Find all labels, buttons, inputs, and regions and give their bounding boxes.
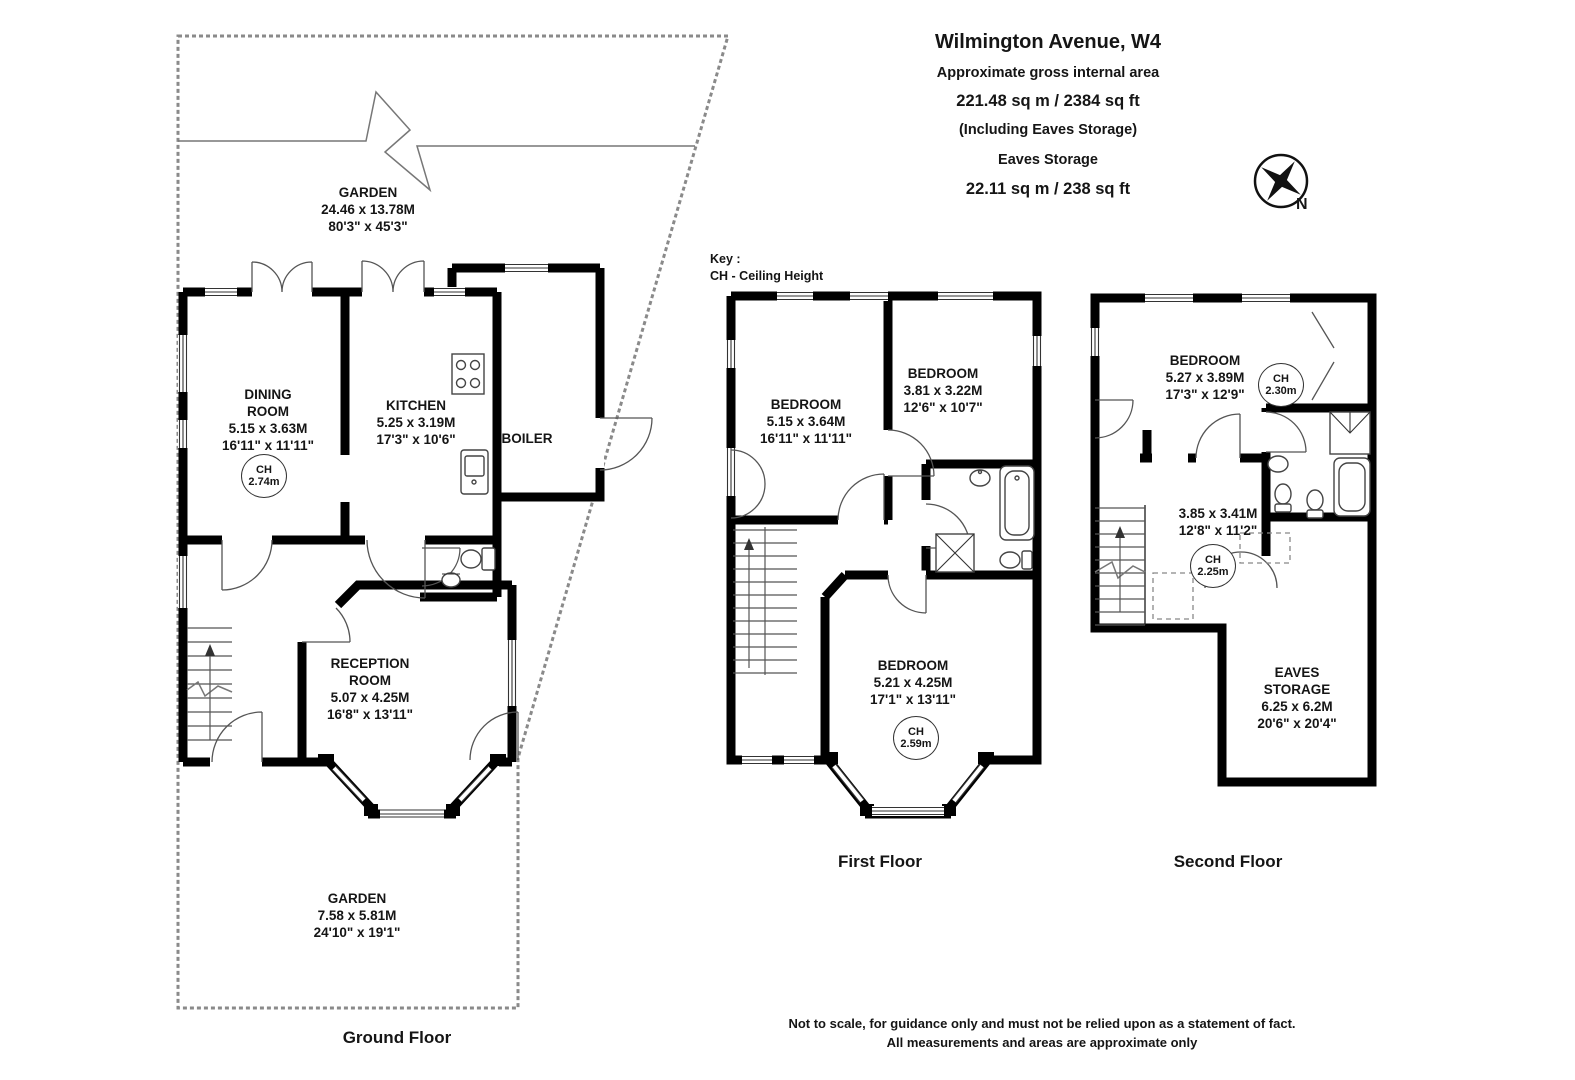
- stairs-first: [733, 527, 797, 675]
- second-floor-plan: [1090, 293, 1377, 787]
- ground-floor-plan: [176, 34, 730, 1010]
- key-entry: CH - Ceiling Height: [710, 269, 824, 283]
- bedroom-3-label: BEDROOM 5.21 x 4.25M 17'1" x 13'11": [869, 658, 957, 707]
- disclaimer: Not to scale, for guidance only and must…: [788, 1016, 1296, 1050]
- first-floor-plan: [725, 291, 1043, 819]
- second-floor-title: Second Floor: [1173, 852, 1283, 871]
- window-icons-ground: [178, 263, 548, 706]
- stairs-ground: [186, 627, 233, 741]
- shower-icon-first: [935, 533, 975, 573]
- stove-icon: [451, 353, 485, 395]
- page-title: Wilmington Avenue, W4: [934, 31, 1162, 53]
- key-title: Key :: [710, 252, 741, 266]
- garden-front-label: GARDEN 7.58 x 5.81M 24'10" x 19'1": [313, 891, 401, 940]
- sink-icon: [460, 449, 489, 495]
- key-block: Key : CH - Ceiling Height: [710, 251, 823, 285]
- total-area-value: 221.48 sq m / 2384 sq ft: [956, 92, 1140, 110]
- basin-icon-second: [1267, 455, 1289, 473]
- eaves-area-value: 22.11 sq m / 238 sq ft: [965, 180, 1131, 198]
- ground-floor-title: Ground Floor: [342, 1028, 452, 1047]
- landing-label: 3.85 x 3.41M 12'8" x 11'2": [1178, 506, 1258, 538]
- dining-room-label: DINING ROOM 5.15 x 3.63M 16'11" x 11'11": [221, 387, 315, 453]
- ceiling-height-badge-bedroom4: CH 2.30m: [1258, 363, 1304, 407]
- bath-icon-second: [1333, 457, 1371, 517]
- bedroom-1-label: BEDROOM 5.15 x 3.64M 16'11" x 11'11": [759, 397, 853, 446]
- bedroom-2-label: BEDROOM 3.81 x 3.22M 12'6" x 10'7": [903, 366, 983, 415]
- bedroom-4-label: BEDROOM 5.27 x 3.89M 17'3" x 12'9": [1165, 353, 1245, 402]
- kitchen-label: KITCHEN 5.25 x 3.19M 17'3" x 10'6": [376, 398, 456, 447]
- gross-area-subtitle: Approximate gross internal area: [936, 65, 1160, 81]
- eaves-storage-label: EAVES STORAGE 6.25 x 6.2M 20'6" x 20'4": [1257, 665, 1337, 731]
- toilet-icons-second: [1274, 483, 1324, 519]
- compass-north-label: N: [1296, 196, 1308, 213]
- ceiling-height-badge-bedroom3: CH 2.59m: [893, 716, 939, 760]
- door-icons-first: [730, 429, 971, 614]
- reception-room-label: RECEPTION ROOM 5.07 x 4.25M 16'8" x 13'1…: [326, 656, 414, 722]
- compass-icon: [1253, 153, 1309, 209]
- window-icons-first: [726, 291, 1042, 816]
- bath-icon-first: [999, 465, 1035, 541]
- toilet-icon-ground: [441, 547, 496, 588]
- including-note: (Including Eaves Storage): [958, 122, 1138, 138]
- eaves-storage-title: Eaves Storage: [998, 152, 1098, 168]
- shower-icon-second: [1329, 411, 1371, 455]
- bay-window-ground: [331, 766, 493, 819]
- boiler-label: BOILER: [501, 431, 553, 446]
- first-floor-title: First Floor: [837, 852, 923, 871]
- toilet-icon-first: [999, 550, 1033, 570]
- stairs-second: [1094, 507, 1146, 626]
- window-icons-second: [1090, 293, 1290, 356]
- ceiling-height-badge-dining: CH 2.74m: [241, 454, 287, 498]
- garden-rear-label: GARDEN 24.46 x 13.78M 80'3" x 45'3": [321, 185, 415, 234]
- ceiling-height-badge-landing: CH 2.25m: [1190, 544, 1236, 588]
- basin-icon-first: [969, 469, 991, 487]
